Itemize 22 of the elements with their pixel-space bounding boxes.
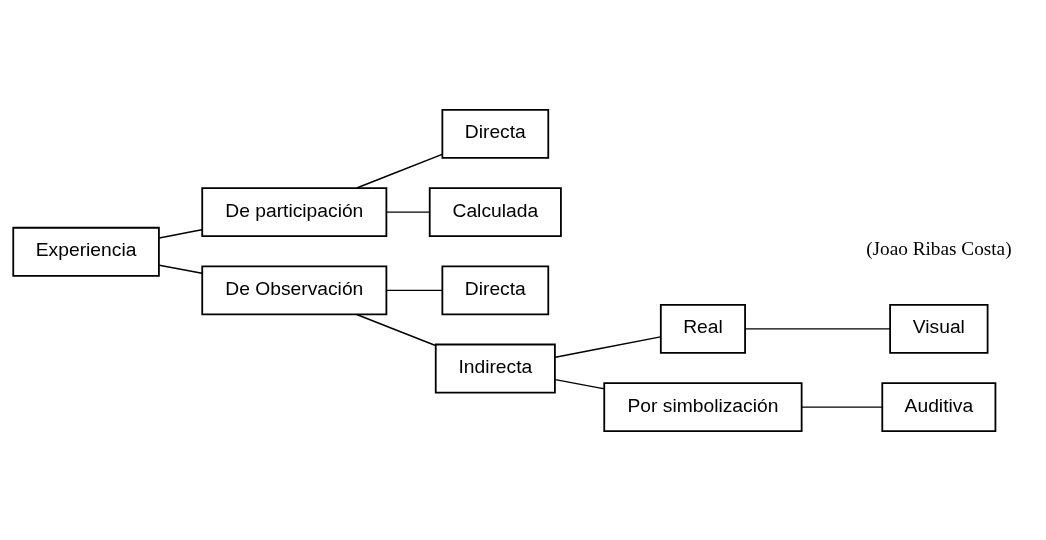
node-box: Calculada [428, 186, 562, 237]
node-box: Real [659, 303, 746, 354]
connector [356, 313, 437, 346]
connector [385, 289, 443, 291]
connector [356, 153, 443, 189]
connector [554, 335, 662, 358]
connector [554, 378, 605, 390]
node-box: De Observación [201, 264, 388, 315]
node-box: Directa [441, 264, 550, 315]
node-box: Por simbolización [603, 381, 803, 432]
connector [385, 210, 431, 213]
node-box: Indirecta [434, 343, 556, 394]
connector [158, 228, 203, 239]
connector [744, 327, 891, 330]
node-box: Visual [889, 303, 989, 354]
node-box: Directa [441, 108, 550, 159]
node-box: Auditiva [881, 381, 997, 432]
node-box: De participación [201, 186, 388, 237]
connector [158, 264, 203, 274]
label: (Joao Ribas Costa) [866, 237, 1012, 259]
node-box: Experiencia [12, 226, 160, 277]
connector [801, 405, 883, 408]
